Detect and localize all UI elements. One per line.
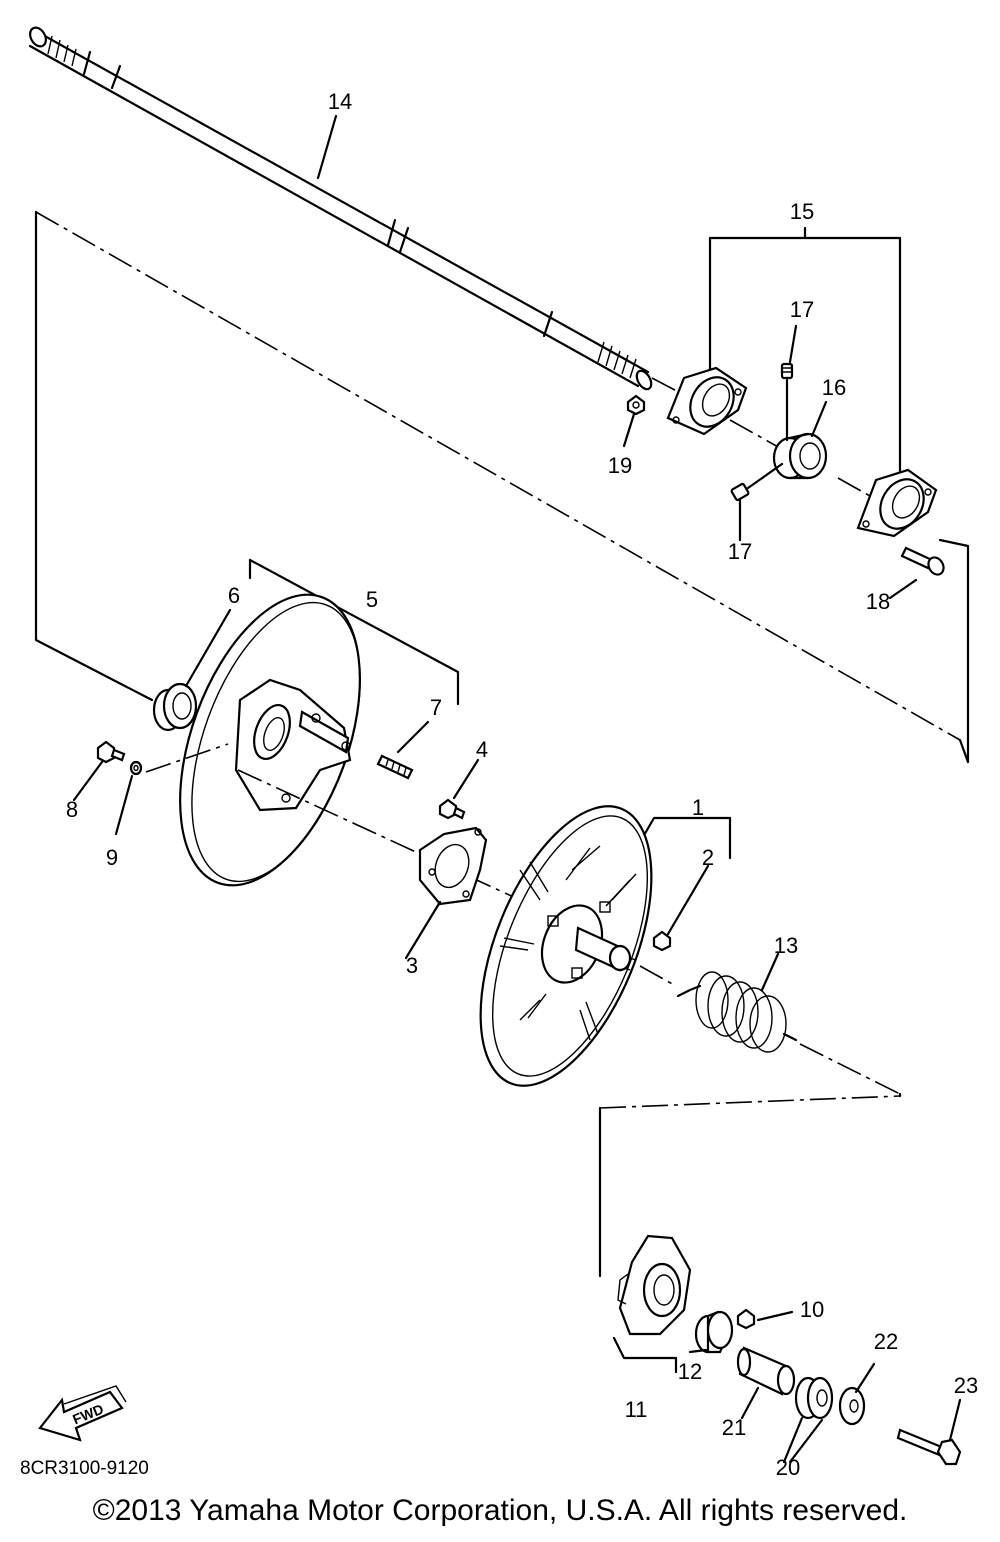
spring-part-13 xyxy=(676,971,798,1053)
callout-7: 7 xyxy=(429,695,443,720)
sleeve-part-21 xyxy=(736,1346,796,1396)
nut-part-19 xyxy=(626,394,646,416)
exploded-parts-diagram xyxy=(28,26,970,1466)
callout-2: 2 xyxy=(701,845,715,870)
callout-4: 4 xyxy=(475,737,489,762)
nut-part-2 xyxy=(652,930,672,952)
set-screw-part-17b xyxy=(730,482,750,502)
set-screw-part-17a xyxy=(780,362,794,380)
callout-6: 6 xyxy=(227,583,241,608)
washer-part-9 xyxy=(129,760,143,776)
frame-line-top xyxy=(35,211,961,741)
callout-18: 18 xyxy=(865,589,891,614)
callout-19: 19 xyxy=(607,453,633,478)
bracket-11 xyxy=(612,1336,678,1374)
callout-22: 22 xyxy=(873,1329,899,1354)
diagram-code: 8CR3100-9120 xyxy=(20,1458,149,1479)
callout-13: 13 xyxy=(773,933,799,958)
callout-12: 12 xyxy=(677,1359,703,1384)
bolt-part-18 xyxy=(900,546,945,576)
stud-part-7 xyxy=(376,754,414,780)
bearing-housing-part-15a xyxy=(666,366,748,436)
plate-part-3 xyxy=(418,826,488,906)
callout-9: 9 xyxy=(105,845,119,870)
frame-line-left xyxy=(34,210,154,702)
bolt-part-4 xyxy=(438,798,466,820)
washer-part-22 xyxy=(838,1386,866,1426)
leader-lines xyxy=(72,114,962,1464)
bolt-part-8 xyxy=(96,740,126,764)
callout-8: 8 xyxy=(65,797,79,822)
callout-14: 14 xyxy=(327,89,353,114)
axis-line-right xyxy=(639,965,901,1095)
callout-11: 11 xyxy=(624,1397,648,1422)
shaft-part-14 xyxy=(28,26,653,391)
bolt-part-23 xyxy=(896,1428,962,1466)
bearing-part-16 xyxy=(772,432,828,480)
callout-3: 3 xyxy=(405,953,419,978)
callout-16: 16 xyxy=(821,375,847,400)
callout-1: 1 xyxy=(691,795,705,820)
sheave-part-1 xyxy=(479,805,653,1087)
fwd-arrow-icon xyxy=(38,1385,127,1442)
bearing-housing-part-15b xyxy=(856,468,938,538)
callout-15: 15 xyxy=(789,199,815,224)
callout-23: 23 xyxy=(953,1373,979,1398)
bushing-part-12 xyxy=(694,1310,734,1354)
callout-10: 10 xyxy=(799,1297,825,1322)
copyright-notice: ©2013 Yamaha Motor Corporation, U.S.A. A… xyxy=(92,1494,908,1527)
bushing-part-6 xyxy=(152,682,198,732)
roller-part-20 xyxy=(794,1376,834,1420)
nut-part-10 xyxy=(736,1308,756,1330)
sheave-part-5 xyxy=(179,593,361,887)
bracket-15 xyxy=(708,236,902,480)
callout-20: 20 xyxy=(775,1455,801,1480)
cam-part-11 xyxy=(617,1234,692,1336)
callout-17-bottom: 17 xyxy=(727,539,753,564)
callout-17-top: 17 xyxy=(789,297,815,322)
callout-5: 5 xyxy=(365,587,379,612)
callout-21: 21 xyxy=(721,1415,747,1440)
